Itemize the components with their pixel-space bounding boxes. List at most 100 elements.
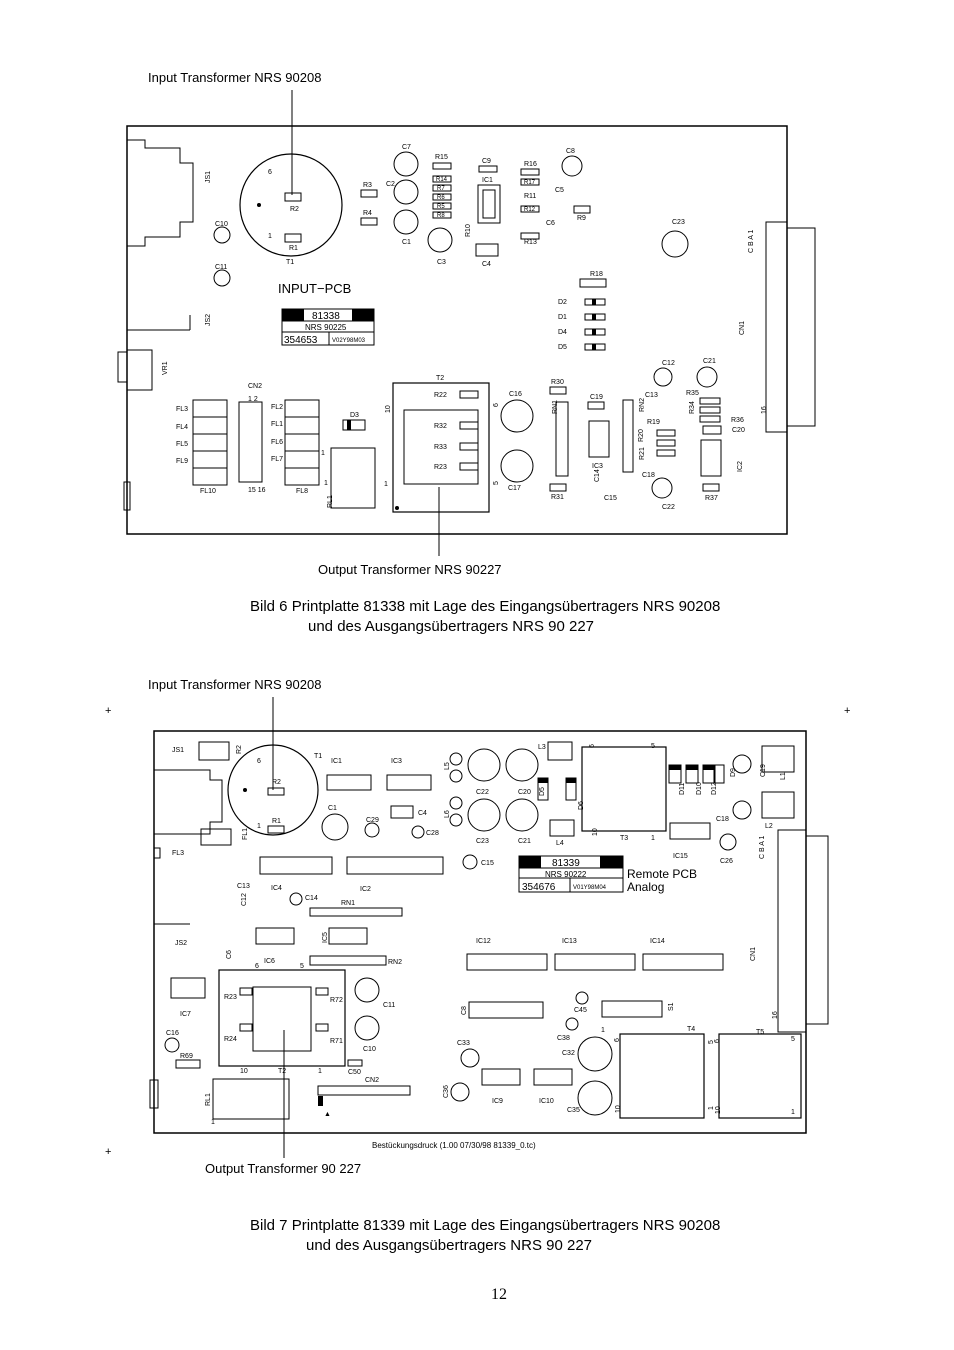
svg-text:6: 6 <box>255 963 259 970</box>
svg-text:IC9: IC9 <box>492 1098 503 1105</box>
svg-text:D2: D2 <box>558 299 567 306</box>
svg-text:C1: C1 <box>402 239 411 246</box>
svg-text:R34: R34 <box>689 401 696 414</box>
svg-text:1: 1 <box>268 233 272 240</box>
svg-text:R4: R4 <box>363 210 372 217</box>
svg-text:C6: C6 <box>546 220 555 227</box>
svg-text:C12: C12 <box>241 893 248 906</box>
svg-text:C15: C15 <box>604 495 617 502</box>
svg-text:R6: R6 <box>437 195 445 201</box>
svg-text:C17: C17 <box>508 485 521 492</box>
svg-text:15 16: 15 16 <box>248 487 266 494</box>
svg-text:C32: C32 <box>562 1050 575 1057</box>
svg-text:C23: C23 <box>476 838 489 845</box>
svg-text:C7: C7 <box>402 144 411 151</box>
svg-text:FL1: FL1 <box>242 828 249 840</box>
fig7-board-title: Remote PCB <box>627 867 697 881</box>
svg-text:L6: L6 <box>444 810 451 818</box>
fig6-output-transformer-label: Output Transformer NRS 90227 <box>318 562 502 577</box>
svg-text:10: 10 <box>615 1105 622 1113</box>
svg-text:C4: C4 <box>482 261 491 268</box>
svg-text:IC5: IC5 <box>322 932 329 943</box>
svg-text:C14: C14 <box>594 469 601 482</box>
svg-text:R12: R12 <box>524 207 536 213</box>
svg-text:C15: C15 <box>481 860 494 867</box>
svg-text:JS1: JS1 <box>172 747 184 754</box>
svg-text:IC2: IC2 <box>737 461 744 472</box>
svg-text:D10: D10 <box>696 782 703 795</box>
svg-text:FL1: FL1 <box>271 421 283 428</box>
svg-text:R31: R31 <box>551 494 564 501</box>
svg-text:16: 16 <box>761 406 768 414</box>
svg-text:CN1: CN1 <box>750 947 757 961</box>
svg-text:1: 1 <box>257 823 261 830</box>
svg-text:1: 1 <box>321 450 325 457</box>
svg-text:JS1: JS1 <box>205 171 212 183</box>
svg-text:C20: C20 <box>518 789 531 796</box>
svg-text:L4: L4 <box>556 840 564 847</box>
svg-text:R23: R23 <box>224 994 237 1001</box>
svg-text:6: 6 <box>268 169 272 176</box>
svg-text:L3: L3 <box>538 744 546 751</box>
svg-text:R37: R37 <box>705 495 718 502</box>
svg-text:R11: R11 <box>524 193 536 200</box>
fig7-caption-line1: Bild 7 Printplatte 81339 mit Lage des Ei… <box>250 1217 721 1234</box>
svg-text:C26: C26 <box>720 858 733 865</box>
svg-text:C9: C9 <box>482 158 491 165</box>
svg-text:CN1: CN1 <box>739 321 746 335</box>
svg-text:FL7: FL7 <box>271 456 283 463</box>
svg-text:T5: T5 <box>756 1029 764 1036</box>
svg-text:10: 10 <box>240 1068 248 1075</box>
svg-text:C23: C23 <box>672 219 685 226</box>
svg-text:R20: R20 <box>638 429 645 442</box>
page-number: 12 <box>491 1286 507 1303</box>
svg-text:R36: R36 <box>731 417 744 424</box>
svg-text:CN2: CN2 <box>365 1077 379 1084</box>
svg-text:FL10: FL10 <box>200 488 216 495</box>
svg-text:R3: R3 <box>363 182 372 189</box>
fig7-caption-line2: und des Ausgangsübertragers NRS 90 227 <box>306 1237 593 1254</box>
svg-text:C18: C18 <box>642 472 655 479</box>
fig6-caption-line2: und des Ausgangsübertragers NRS 90 227 <box>308 618 595 635</box>
svg-text:5: 5 <box>651 743 655 750</box>
svg-text:▲: ▲ <box>324 1111 331 1118</box>
svg-text:C13: C13 <box>237 883 250 890</box>
svg-text:C6: C6 <box>226 950 233 959</box>
svg-text:C28: C28 <box>426 830 439 837</box>
svg-text:L1: L1 <box>780 772 787 780</box>
fig6-caption-line1: Bild 6 Printplatte 81338 mit Lage des Ei… <box>250 598 721 615</box>
svg-text:IC1: IC1 <box>482 177 493 184</box>
fig7-board-subtitle: Analog <box>627 880 664 894</box>
svg-text:FL3: FL3 <box>176 406 188 413</box>
svg-text:5: 5 <box>791 1036 795 1043</box>
svg-text:1: 1 <box>651 835 655 842</box>
fig7-output-transformer-label: Output Transformer 90 227 <box>205 1161 362 1176</box>
svg-text:6: 6 <box>614 1038 621 1042</box>
svg-text:FL8: FL8 <box>296 488 308 495</box>
svg-text:RN2: RN2 <box>639 398 646 412</box>
svg-text:R32: R32 <box>434 423 447 430</box>
svg-text:T1: T1 <box>286 259 294 266</box>
fig7-plate-serial: 354676 <box>522 882 556 893</box>
fig6-input-transformer-label: Input Transformer NRS 90208 <box>148 70 322 85</box>
svg-text:C33: C33 <box>457 1040 470 1047</box>
svg-text:R71: R71 <box>330 1038 343 1045</box>
svg-text:5: 5 <box>300 963 304 970</box>
svg-text:C3: C3 <box>437 259 446 266</box>
svg-text:R2: R2 <box>290 206 299 213</box>
svg-text:RN1: RN1 <box>341 900 355 907</box>
fig7-plate-nrs: NRS 90222 <box>545 870 587 879</box>
svg-text:IC3: IC3 <box>592 463 603 470</box>
svg-text:R7: R7 <box>437 186 445 192</box>
svg-text:C16: C16 <box>166 1030 179 1037</box>
fig6-plate-number: 81338 <box>312 311 340 322</box>
svg-text:5: 5 <box>708 1040 715 1044</box>
svg-text:IC13: IC13 <box>562 938 577 945</box>
svg-text:R17: R17 <box>524 180 536 186</box>
svg-text:10: 10 <box>385 405 392 413</box>
svg-text:R8: R8 <box>437 213 445 219</box>
svg-text:C B A 1: C B A 1 <box>759 836 766 859</box>
svg-text:RN2: RN2 <box>388 959 402 966</box>
svg-text:R9: R9 <box>577 215 586 222</box>
svg-text:C2: C2 <box>386 181 395 188</box>
